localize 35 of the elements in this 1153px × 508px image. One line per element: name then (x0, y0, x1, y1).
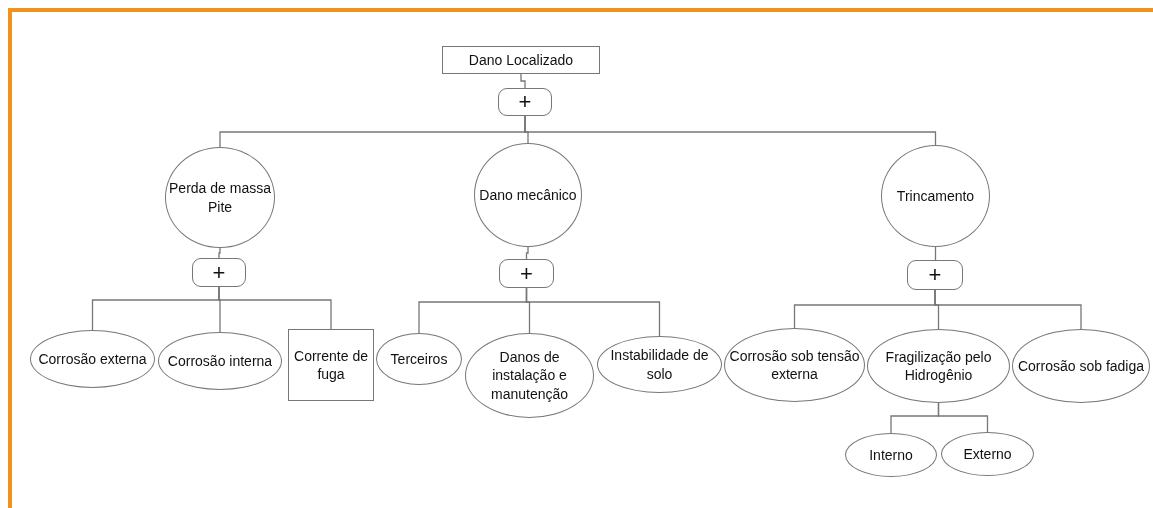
connector-line (937, 402, 989, 433)
connector-line (218, 286, 332, 330)
connector-line (520, 73, 526, 89)
event-label: Trincamento (895, 186, 976, 206)
connector-line (218, 247, 221, 259)
event-box (288, 329, 374, 401)
event-label: Fragilização pelo Hidrogênio (884, 347, 993, 385)
connector-line (525, 287, 661, 337)
event-label: Externo (962, 444, 1013, 464)
gate-symbol: + (519, 262, 534, 285)
event-label: Corrosão externa (37, 349, 148, 369)
event-label: Corrente de fuga (293, 346, 369, 384)
event-label: Corrosão sob fadiga (1016, 356, 1146, 376)
or-gate (498, 88, 552, 116)
connector-line (525, 246, 529, 260)
event-label: Corrosão sob tensão externa (728, 346, 861, 384)
event-box (442, 46, 600, 74)
event-label: Corrosão interna (166, 351, 274, 371)
gate-symbol: + (927, 264, 943, 286)
connector-line (524, 115, 937, 146)
event-label: Danos de instalação e manutenção (489, 348, 570, 403)
gate-symbol: + (517, 91, 533, 113)
or-gate (907, 260, 963, 290)
event-ellipse (597, 336, 722, 393)
event-label: Dano mecânico (478, 185, 578, 205)
event-label: Terceiros (389, 349, 449, 369)
event-label: Dano Localizado (467, 50, 575, 70)
or-gate (499, 259, 554, 288)
event-label: Instabilidade de solo (609, 346, 710, 383)
connector-line (934, 289, 1082, 330)
event-label: Perda de massa Pite (168, 179, 272, 216)
event-ellipse (376, 333, 462, 385)
event-label: Interno (868, 445, 914, 465)
gate-symbol: + (211, 261, 227, 284)
or-gate (192, 258, 246, 287)
